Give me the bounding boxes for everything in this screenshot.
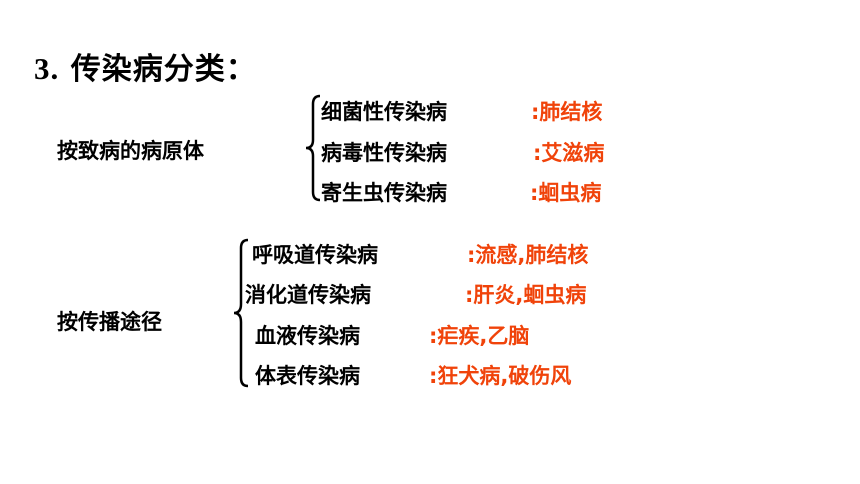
example-viral: :艾滋病: [533, 141, 605, 165]
brace-transmission: [233, 238, 249, 388]
item-body-surface: 体表传染病: [255, 364, 360, 388]
example-parasitic: :蛔虫病: [530, 181, 602, 205]
group-label-pathogen: 按致病的病原体: [57, 139, 204, 163]
title-text: 传染病分类：: [70, 52, 257, 87]
item-parasitic: 寄生虫传染病: [321, 181, 447, 205]
slide-title: 3. 传染病分类：: [34, 44, 257, 88]
example-respiratory: :流感,肺结核: [467, 243, 589, 267]
item-digestive: 消化道传染病: [245, 283, 371, 307]
example-body-surface: :狂犬病,破伤风: [429, 364, 572, 388]
item-bacterial: 细菌性传染病: [321, 100, 447, 124]
group-label-transmission: 按传播途径: [57, 310, 162, 334]
brace-pathogen: [305, 94, 321, 202]
item-respiratory: 呼吸道传染病: [252, 243, 378, 267]
example-bacterial: :肺结核: [531, 100, 603, 124]
title-number: 3.: [34, 51, 60, 86]
item-viral: 病毒性传染病: [321, 141, 447, 165]
example-blood: :疟疾,乙脑: [429, 324, 530, 348]
item-blood: 血液传染病: [255, 324, 360, 348]
example-digestive: :肝炎,蛔虫病: [465, 283, 587, 307]
